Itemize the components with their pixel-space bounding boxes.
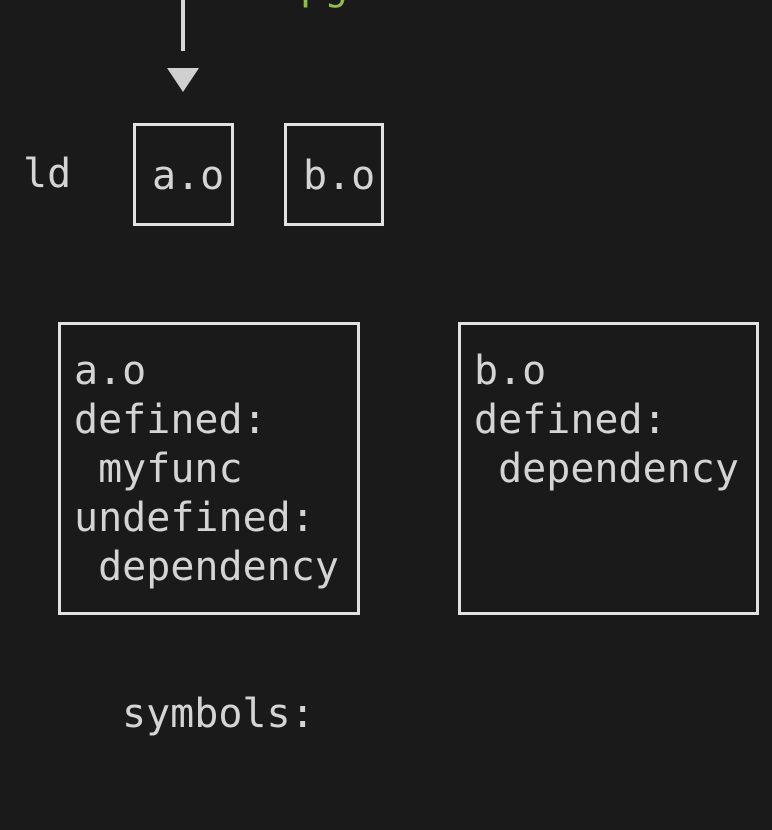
symbol-panel-b-o[interactable]: b.o defined: dependency — [458, 322, 759, 615]
object-file-box-a-o[interactable]: a.o — [133, 123, 234, 226]
clipped-top-green-text: pg — [300, 0, 348, 6]
symbol-line: dependency — [74, 544, 339, 590]
symbol-panel-a-o[interactable]: a.o defined: myfunc undefined: dependenc… — [58, 322, 360, 615]
linker-label-ld: ld — [23, 151, 72, 197]
symbol-line: defined: — [474, 397, 667, 443]
symbol-line: defined: — [74, 397, 267, 443]
object-file-label-b-o: b.o — [303, 153, 376, 199]
symbol-line: b.o — [474, 348, 547, 394]
symbol-line: undefined: — [74, 495, 315, 541]
symbol-line: myfunc — [74, 446, 243, 492]
object-file-box-b-o[interactable]: b.o — [284, 123, 384, 226]
symbol-line: a.o — [74, 348, 147, 394]
vertical-connector-line — [181, 0, 185, 51]
symbols-caption: symbols: — [122, 691, 315, 737]
symbol-line: dependency — [474, 446, 739, 492]
object-file-label-a-o: a.o — [152, 153, 225, 199]
downward-arrowhead-icon — [167, 68, 199, 92]
